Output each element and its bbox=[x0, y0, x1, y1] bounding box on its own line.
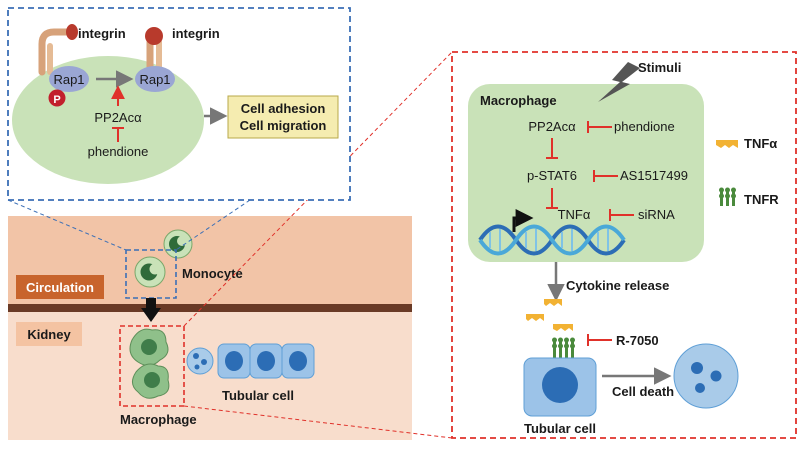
transcription-start-icon bbox=[512, 209, 534, 232]
vessel-wall bbox=[8, 304, 412, 312]
dna-helix-icon bbox=[478, 224, 626, 256]
macrophage-label: Macrophage bbox=[120, 412, 197, 427]
dying-tubular-cell bbox=[186, 347, 214, 375]
tubular-cell-nucleus bbox=[542, 367, 578, 403]
legend-tnfr-label: TNFR bbox=[744, 192, 779, 207]
tubular-cell bbox=[249, 343, 283, 379]
pstat6-node: p-STAT6 bbox=[527, 168, 577, 183]
phendione-node: phendione bbox=[614, 119, 675, 134]
tnfa-gene-node: TNFα bbox=[558, 207, 591, 222]
monocyte-cell bbox=[163, 229, 193, 259]
tnfr-receptor bbox=[552, 337, 575, 360]
circulation-label-box bbox=[16, 275, 104, 299]
mechanism-panel: Macrophage Stimuli PP2Acα phendione p-ST… bbox=[451, 51, 797, 439]
cytokine-release-label: Cytokine release bbox=[566, 278, 669, 293]
integrin-icon bbox=[145, 27, 163, 74]
outcome-cell-migration: Cell migration bbox=[240, 118, 327, 133]
pp2a-node: PP2Acα bbox=[528, 119, 576, 134]
legend-tnfa-icon bbox=[716, 140, 738, 148]
tubular-cell bbox=[217, 343, 251, 379]
pp2a-label: PP2Acα bbox=[94, 110, 142, 125]
zoom-line-blue bbox=[175, 199, 251, 251]
tnfa-molecule bbox=[526, 314, 544, 321]
phendione-label: phendione bbox=[88, 144, 149, 159]
stimuli-label: Stimuli bbox=[638, 60, 681, 75]
macrophage-cell bbox=[129, 328, 169, 366]
rap1-right-node bbox=[135, 66, 175, 92]
rap1-right-label: Rap1 bbox=[139, 72, 170, 87]
as1517499-node: AS1517499 bbox=[620, 168, 688, 183]
phosphate-badge bbox=[48, 89, 66, 107]
integrin-inset: integrin integrin Rap1 P Rap1 PP2Acα phe… bbox=[7, 7, 351, 201]
tissue-section: Circulation Kidney Monocyte Macrophage bbox=[8, 216, 412, 440]
migration-arrow bbox=[141, 298, 161, 322]
tubular-cell bbox=[281, 343, 315, 379]
sirna-node: siRNA bbox=[638, 207, 675, 222]
rap1-left-node bbox=[49, 66, 89, 92]
stimuli-bolt-icon bbox=[598, 62, 640, 102]
zoom-line-red bbox=[183, 405, 453, 439]
macrophage-title: Macrophage bbox=[480, 93, 557, 108]
tubular-cell-label: Tubular cell bbox=[222, 388, 294, 403]
rap1-left-label: Rap1 bbox=[53, 72, 84, 87]
tubular-cell-label: Tubular cell bbox=[524, 421, 596, 436]
phosphate-label: P bbox=[53, 94, 60, 106]
integrin-icon bbox=[38, 24, 78, 76]
kidney-label-box bbox=[16, 322, 82, 346]
outcome-cell-adhesion: Cell adhesion bbox=[241, 101, 326, 116]
cell-death-label: Cell death bbox=[612, 384, 674, 399]
zoom-line-blue bbox=[7, 199, 127, 251]
circulation-label: Circulation bbox=[26, 280, 94, 295]
integrin-left-label: integrin bbox=[78, 26, 126, 41]
outcome-box bbox=[227, 95, 339, 139]
tnfa-molecule bbox=[553, 324, 573, 331]
legend-tnfa-label: TNFα bbox=[744, 136, 777, 151]
tnfa-molecule bbox=[544, 299, 562, 306]
apoptotic-cell bbox=[673, 343, 739, 409]
r7050-node: R-7050 bbox=[616, 333, 659, 348]
macrophage-cell bbox=[132, 363, 170, 399]
integrin-right-label: integrin bbox=[172, 26, 220, 41]
monocyte-label: Monocyte bbox=[182, 266, 243, 281]
legend-tnfr-icon bbox=[719, 187, 736, 206]
macrophage-highlight-box bbox=[119, 325, 185, 407]
monocyte-cell bbox=[134, 256, 166, 288]
kidney-label: Kidney bbox=[27, 327, 71, 342]
